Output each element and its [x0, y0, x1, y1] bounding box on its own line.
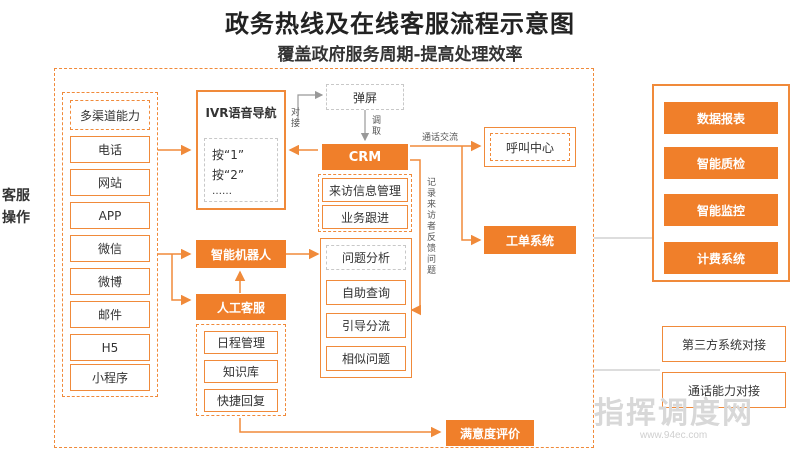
- ticket-system-label: 工单系统: [505, 233, 554, 248]
- channel-label: 小程序: [91, 371, 128, 385]
- analysis-similar[interactable]: 相似问题: [326, 346, 406, 371]
- panel-item-label: 数据报表: [696, 111, 745, 126]
- crm-items-frame: [318, 174, 412, 232]
- ivr-option-more: ……: [212, 186, 232, 197]
- analysis-item-label: 相似问题: [341, 352, 390, 366]
- watermark-text: 指挥调度网: [594, 397, 754, 430]
- line-human-satisfaction: [239, 418, 442, 438]
- crm-visit-info[interactable]: 来访信息管理: [322, 178, 408, 202]
- call-capability-integration[interactable]: 通话能力对接: [662, 372, 786, 408]
- channel-miniprogram[interactable]: 小程序: [70, 364, 150, 391]
- human-quick-reply[interactable]: 快捷回复: [204, 389, 278, 412]
- page-subtitle: 覆盖政府服务周期-提高处理效率: [277, 45, 523, 65]
- channel-app[interactable]: APP: [70, 202, 150, 229]
- analysis-guide[interactable]: 引导分流: [326, 313, 406, 338]
- popup-label: 弹屏: [352, 90, 377, 105]
- channels-frame: [62, 92, 158, 397]
- call-center-label: 呼叫中心: [505, 140, 554, 155]
- third-party-integration[interactable]: 第三方系统对接: [662, 326, 786, 362]
- ivr-options: [204, 138, 278, 202]
- crm-item-label: 来访信息管理: [328, 183, 401, 198]
- analysis-header: 问题分析: [326, 245, 406, 270]
- channel-phone[interactable]: 电话: [70, 136, 150, 163]
- line-loop-human: [171, 254, 192, 306]
- line-crm-analysis: [410, 159, 421, 316]
- ivr-option-1[interactable]: 按“1”: [212, 148, 245, 162]
- popup-box[interactable]: 弹屏: [326, 84, 404, 110]
- annotation-docking: 对接: [290, 108, 300, 129]
- channel-email[interactable]: 邮件: [70, 301, 150, 328]
- channel-label: H5: [101, 340, 119, 355]
- ivr-frame: [196, 90, 286, 210]
- line-ivr-popup: [297, 90, 324, 122]
- channel-weibo[interactable]: 微博: [70, 268, 150, 295]
- panel-item-label: 智能监控: [696, 203, 745, 218]
- call-center-box[interactable]: 呼叫中心: [490, 133, 570, 161]
- integration-label: 第三方系统对接: [681, 337, 766, 352]
- panel-smart-monitor[interactable]: 智能监控: [664, 194, 778, 226]
- channel-label: 微博: [97, 275, 122, 289]
- annotation-call-exchange: 通话交流: [422, 133, 459, 143]
- human-item-label: 快捷回复: [216, 394, 265, 408]
- human-item-label: 知识库: [222, 365, 259, 379]
- analysis-item-label: 自助查询: [341, 286, 390, 300]
- ivr-option-2[interactable]: 按“2”: [212, 168, 245, 182]
- channel-h5[interactable]: H5: [70, 334, 150, 361]
- panel-billing[interactable]: 计费系统: [664, 242, 778, 274]
- human-label: 人工客服: [216, 300, 265, 315]
- human-knowledge[interactable]: 知识库: [204, 360, 278, 383]
- page-title: 政务热线及在线客服流程示意图: [225, 10, 575, 38]
- human-box[interactable]: 人工客服: [196, 294, 286, 320]
- outer-frame: [54, 68, 594, 448]
- panel-item-label: 计费系统: [696, 251, 745, 266]
- ticket-system-box[interactable]: 工单系统: [484, 226, 576, 254]
- annotation-retrieve: 调取: [371, 116, 381, 137]
- analysis-self-query[interactable]: 自助查询: [326, 280, 406, 305]
- crm-item-label: 业务跟进: [340, 210, 389, 225]
- satisfaction-box[interactable]: 满意度评价: [446, 420, 534, 446]
- channel-label: 电话: [97, 143, 122, 157]
- analysis-header-label: 问题分析: [341, 251, 390, 265]
- side-label: 客服操作: [2, 188, 30, 226]
- channel-wechat[interactable]: 微信: [70, 235, 150, 262]
- human-item-label: 日程管理: [216, 336, 265, 350]
- crm-follow-up[interactable]: 业务跟进: [322, 205, 408, 229]
- channel-label: 邮件: [97, 308, 122, 322]
- robot-box[interactable]: 智能机器人: [196, 240, 286, 268]
- channel-label: 网站: [97, 176, 122, 190]
- robot-label: 智能机器人: [210, 247, 271, 262]
- channels-header: 多渠道能力: [70, 100, 150, 130]
- line-crm-ticket: [461, 146, 482, 246]
- channel-label: APP: [98, 208, 122, 223]
- crm-box[interactable]: CRM: [322, 144, 408, 170]
- human-items-frame: [196, 324, 286, 416]
- channel-label: 微信: [97, 242, 122, 256]
- watermark-url: www.94ec.com: [640, 430, 708, 441]
- panel-data-report[interactable]: 数据报表: [664, 102, 778, 134]
- crm-label: CRM: [348, 149, 382, 165]
- analysis-item-label: 引导分流: [341, 319, 390, 333]
- ivr-header: IVR语音导航: [205, 106, 277, 120]
- channel-website[interactable]: 网站: [70, 169, 150, 196]
- satisfaction-label: 满意度评价: [459, 426, 520, 441]
- panel-smart-qc[interactable]: 智能质检: [664, 147, 778, 179]
- human-schedule[interactable]: 日程管理: [204, 331, 278, 354]
- channels-header-label: 多渠道能力: [79, 108, 140, 123]
- panel-item-label: 智能质检: [696, 156, 745, 171]
- annotation-record-feedback: 记录来访者反馈问题: [426, 178, 436, 276]
- integration-label: 通话能力对接: [687, 383, 760, 398]
